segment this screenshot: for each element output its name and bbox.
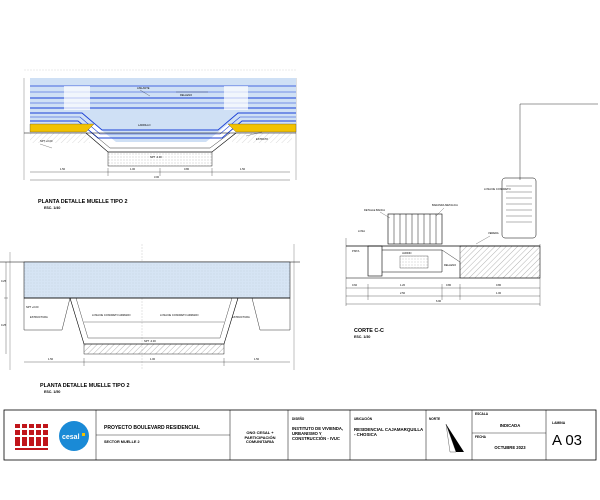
- plan-1-dim-4: 3.00: [154, 175, 160, 179]
- date-value: OCTUBRE 2023: [494, 445, 526, 450]
- plan-2-dim-2: 1.00: [150, 357, 156, 361]
- location-heading: UBICACIÓN: [354, 417, 373, 421]
- plan-2-title: PLANTA DETALLE MUELLE TIPO 2: [40, 383, 129, 389]
- plan-2-label-1: LOSA DE CONCRETO ARMADO: [160, 313, 199, 317]
- section-label-6: VEREDA: [488, 231, 499, 235]
- plan-1-labels: AISLANTE RELLENO LADRILLO NPT +0.00 NPT …: [38, 86, 268, 210]
- section-label-4: JARDIN: [402, 251, 411, 255]
- plan-1-scale: ESC. 1/40: [44, 206, 60, 210]
- plan-2-label-3: ESTRUCTURA: [232, 315, 250, 319]
- section-dim-1: 1.20: [400, 283, 406, 287]
- plan-2-dim-0: 0.25: [1, 279, 7, 283]
- plan-1-label-4: NPT -0.30: [150, 155, 162, 159]
- section-title: CORTE C-C: [354, 328, 384, 334]
- project-label: PROYECTO BOULEVARD RESIDENCIAL: [104, 425, 200, 431]
- scale-heading: ESCALA: [475, 412, 489, 416]
- plan-2-label-0: LOSA DE CONCRETO ARMADO: [92, 313, 131, 317]
- cesal-logo-text: cesal: [62, 434, 80, 441]
- cesal-logo: cesal: [59, 421, 89, 451]
- plan-2-label-5: NPT -0.30: [144, 339, 156, 343]
- location-text: RESIDENCIAL CAJAMARQUILLA - CHOSICA: [354, 427, 424, 438]
- design-text: INSTITUTO DE VIVIENDA, URBANISMO Y CONST…: [292, 426, 344, 441]
- plan-1-label-3: NPT +0.00: [40, 139, 53, 143]
- plan-2-labels: LOSA DE CONCRETO ARMADO LOSA DE CONCRETO…: [1, 279, 260, 394]
- plan-1-yellow-band: [29, 123, 95, 133]
- section-label-7: LOSA DE CONCRETO: [484, 187, 511, 191]
- sector-label: SECTOR MUELLE 2: [104, 440, 140, 444]
- north-arrow-icon: [445, 423, 464, 453]
- organization-label: ONG CESAL + PARTICIPACIÓN COMUNITARIA: [244, 430, 276, 445]
- section-dim-0: 0.60: [352, 283, 358, 287]
- institution-logo: [15, 424, 48, 450]
- date-heading: FECHA: [475, 435, 486, 439]
- plan-2-scale: ESC. 1/50: [44, 390, 60, 394]
- plan-1-dim-2: 1.00: [130, 167, 136, 171]
- plan-1-dim-3: 0.80: [184, 167, 190, 171]
- plan-1-label-5: ESTRATO: [256, 137, 268, 141]
- section-label-0: DETALLE BANCA: [364, 208, 385, 212]
- north-heading: NORTE: [429, 417, 441, 421]
- design-heading: DISEÑO: [292, 417, 305, 421]
- section-scale: ESC. 1/30: [354, 335, 370, 339]
- sheet-number: A 03: [552, 432, 583, 449]
- plan-2-dim-4: 0.25: [1, 323, 7, 327]
- section-label-5: RELLENO: [444, 263, 456, 267]
- plan-1-drawing: [23, 69, 297, 181]
- section-dim-5: 1.00: [496, 291, 502, 295]
- plan-1-dim-0: 1.50: [60, 167, 66, 171]
- section-dim-3: 0.80: [496, 283, 502, 287]
- section-dim-2: 0.80: [446, 283, 452, 287]
- sheet-heading: LAMINA: [552, 421, 566, 425]
- section-dim-4: 2.50: [400, 291, 406, 295]
- plan-2-label-4: NPT +0.00: [26, 305, 39, 309]
- title-block-frame: [3, 409, 597, 461]
- plan-2-label-2: ESTRUCTURA: [30, 315, 48, 319]
- plan-1-label-1: RELLENO: [180, 93, 192, 97]
- section-label-3: PISTA: [352, 249, 360, 253]
- section-dim-6: 6.90: [436, 299, 442, 303]
- plan-2-drawing: [0, 244, 300, 370]
- plan-1-title: PLANTA DETALLE MUELLE TIPO 2: [38, 199, 127, 205]
- section-drawing: [345, 103, 598, 306]
- plan-2-dim-1: 1.50: [48, 357, 54, 361]
- section-label-2: LOSA: [358, 229, 365, 233]
- plan-1-dim-1: 1.50: [240, 167, 246, 171]
- plan-1-label-2: LADRILLO: [138, 123, 151, 127]
- plan-2-dim-3: 1.50: [254, 357, 260, 361]
- section-labels: DETALLE BANCA BARANDA METALICA LOSA PIST…: [352, 187, 511, 339]
- scale-value: INDICADA: [499, 423, 521, 428]
- section-label-1: BARANDA METALICA: [432, 203, 458, 207]
- plan-1-label-0: AISLANTE: [137, 86, 150, 90]
